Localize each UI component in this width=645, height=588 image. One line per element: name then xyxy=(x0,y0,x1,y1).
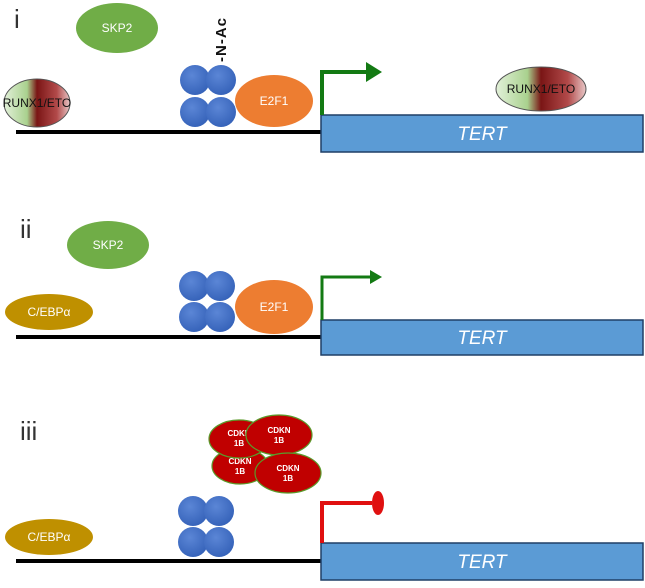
runx1-eto-protein: RUNX1/ETO xyxy=(3,78,71,128)
panel-label-iii: iii xyxy=(20,416,37,446)
panel-label-ii: ii xyxy=(20,214,32,244)
svg-text:C/EBPα: C/EBPα xyxy=(28,305,71,319)
gene-label: TERT xyxy=(457,328,508,349)
svg-text:1B: 1B xyxy=(274,436,284,445)
svg-text:1B: 1B xyxy=(235,467,245,476)
histone-cluster xyxy=(178,496,234,557)
svg-text:E2F1: E2F1 xyxy=(260,94,289,108)
tert-gene: TERT xyxy=(320,319,644,356)
acetylation-mark: -N-Ac xyxy=(213,17,230,62)
skp2-protein: SKP2 xyxy=(76,3,158,53)
panel-iii: iii TERT C/EBPα CDKN 1B xyxy=(5,414,644,581)
histone-cluster xyxy=(180,65,236,127)
svg-text:C/EBPα: C/EBPα xyxy=(28,530,71,544)
svg-text:CDKN: CDKN xyxy=(267,426,290,435)
gene-label: TERT xyxy=(457,552,508,573)
panel-ii: ii TERT SKP2 C/EBPα E2F1 xyxy=(5,214,644,356)
transcription-arrow xyxy=(320,62,382,115)
svg-text:RUNX1/ETO: RUNX1/ETO xyxy=(3,96,71,110)
cdkn1b-protein: CDKN 1B xyxy=(254,452,322,494)
e2f1-protein: E2F1 xyxy=(235,280,313,334)
cdkn1b-cluster: CDKN 1B CDKN 1B CDKN 1B CDKN 1B xyxy=(208,414,322,494)
e2f1-protein: E2F1 xyxy=(235,75,313,127)
svg-text:CDKN: CDKN xyxy=(227,429,250,438)
svg-text:1B: 1B xyxy=(283,474,293,483)
gene-label: TERT xyxy=(457,124,508,145)
panel-i: i TERT SKP2 RUNX1/ETO xyxy=(3,3,644,153)
svg-text:E2F1: E2F1 xyxy=(260,300,289,314)
tert-gene: TERT xyxy=(320,114,644,153)
histone-cluster xyxy=(179,271,235,332)
svg-text:RUNX1/ETO: RUNX1/ETO xyxy=(507,82,575,96)
cdkn1b-protein: CDKN 1B xyxy=(245,414,313,456)
repressed-promoter-symbol xyxy=(320,491,384,543)
tert-gene: TERT xyxy=(320,542,644,581)
panel-label-i: i xyxy=(14,4,20,34)
cebpa-protein: C/EBPα xyxy=(5,519,93,555)
skp2-protein: SKP2 xyxy=(67,221,149,269)
svg-text:SKP2: SKP2 xyxy=(102,21,133,35)
runx1-eto-protein-right: RUNX1/ETO xyxy=(495,66,587,112)
svg-text:1B: 1B xyxy=(234,439,244,448)
cebpa-protein: C/EBPα xyxy=(5,294,93,330)
svg-text:SKP2: SKP2 xyxy=(93,238,124,252)
svg-text:CDKN: CDKN xyxy=(276,464,299,473)
svg-text:CDKN: CDKN xyxy=(228,457,251,466)
transcription-arrow xyxy=(320,270,382,320)
